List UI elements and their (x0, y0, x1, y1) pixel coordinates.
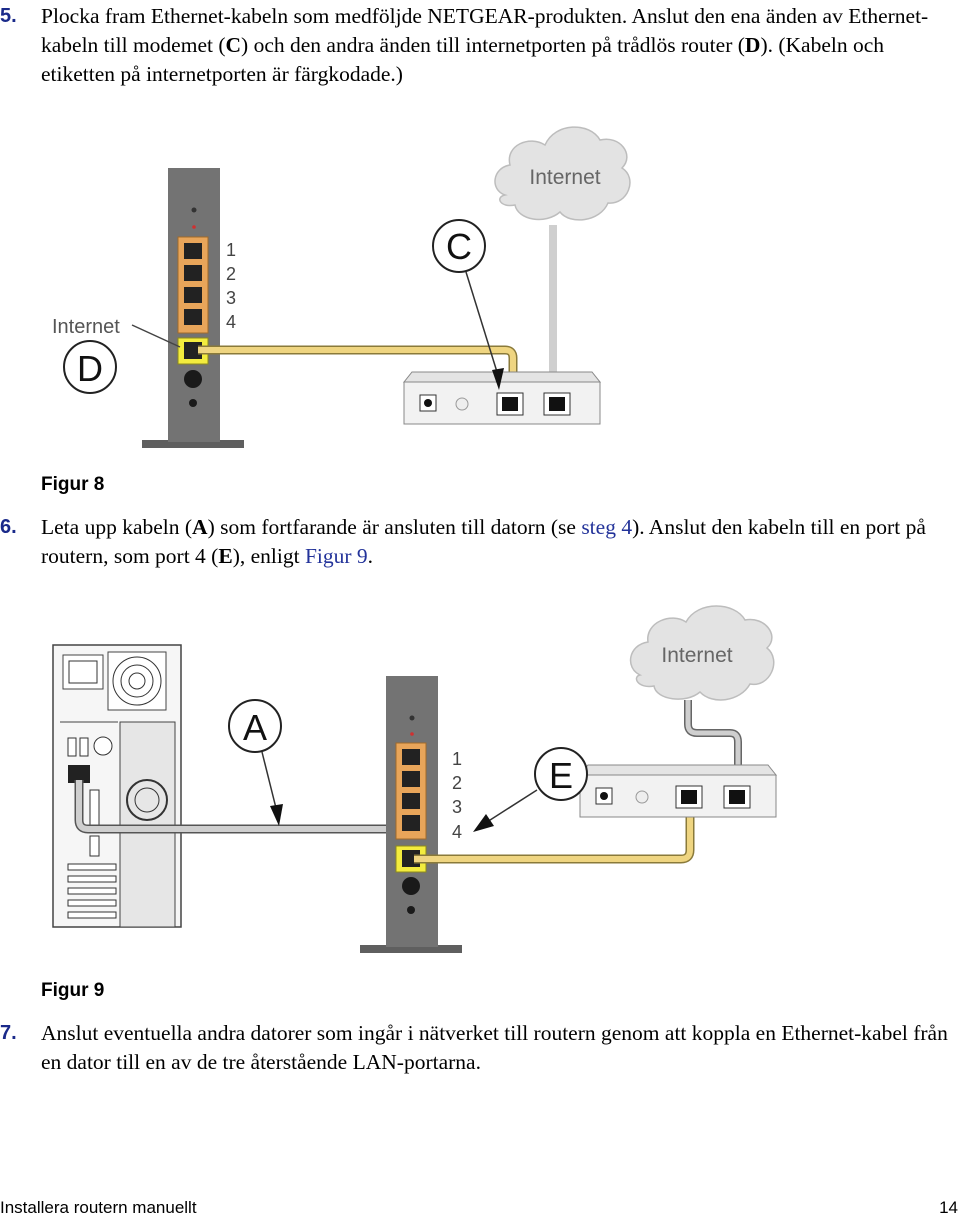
internet-port-label: Internet (52, 316, 120, 338)
step-5-text: Plocka fram Ethernet-kabeln som medföljd… (41, 4, 929, 86)
modem (578, 764, 778, 818)
cloud-label: Internet (529, 166, 600, 189)
svg-text:2: 2 (226, 264, 236, 284)
label-d: D (77, 348, 103, 389)
modem (402, 371, 602, 425)
step-5: 5. Plocka fram Ethernet-kabeln som medfö… (0, 2, 955, 89)
computer-tower (52, 644, 182, 928)
footer-title: Installera routern manuellt (0, 1198, 197, 1217)
page-footer: Installera routern manuellt 14 (0, 1198, 960, 1218)
router (142, 168, 244, 448)
internet-cloud-icon (629, 605, 775, 701)
status-led-icon (410, 732, 414, 736)
figure-8-caption: Figur 8 (41, 474, 105, 495)
page-number: 14 (939, 1198, 958, 1217)
reset-button-icon (407, 906, 415, 914)
power-jack-icon (184, 370, 202, 388)
step-number: 5. (0, 5, 17, 27)
status-led-icon (192, 225, 196, 229)
label-c: C (446, 226, 472, 267)
figure-8-diagram: Internet 1 2 3 4 (52, 126, 631, 448)
step-number: 6. (0, 516, 17, 538)
gray-cable (549, 225, 557, 385)
step-7-text: Anslut eventuella andra datorer som ingå… (41, 1021, 948, 1074)
power-led-icon (409, 715, 415, 721)
power-jack-icon (402, 877, 420, 895)
step-6-text: Leta upp kabeln (A) som fortfarande är a… (41, 515, 926, 568)
step-number: 7. (0, 1022, 17, 1044)
cloud-label: Internet (661, 644, 732, 667)
svg-text:1: 1 (226, 240, 236, 260)
step-6: 6. Leta upp kabeln (A) som fortfarande ä… (0, 513, 955, 571)
figure-9-diagram: 1 2 3 4 Internet A E (52, 605, 778, 953)
reset-button-icon (189, 399, 197, 407)
gray-cable (685, 700, 741, 790)
label-a: A (243, 707, 267, 748)
router-stand (360, 945, 462, 953)
step-7: 7. Anslut eventuella andra datorer som i… (0, 1019, 955, 1077)
yellow-cable (198, 347, 516, 400)
yellow-cable-e (414, 800, 693, 862)
gray-cable-a (76, 780, 400, 832)
svg-text:2: 2 (452, 773, 462, 793)
svg-text:1: 1 (452, 749, 462, 769)
svg-text:4: 4 (452, 822, 462, 842)
router-stand (142, 440, 244, 448)
label-e: E (549, 755, 573, 796)
svg-text:4: 4 (226, 312, 236, 332)
svg-text:3: 3 (452, 797, 462, 817)
router (360, 676, 462, 953)
figure-9-caption: Figur 9 (41, 980, 105, 1001)
link-steg-4[interactable]: steg 4 (581, 515, 633, 539)
svg-text:3: 3 (226, 288, 236, 308)
link-figur-9[interactable]: Figur 9 (304, 544, 368, 568)
internet-cloud-icon (494, 126, 631, 221)
power-led-icon (191, 207, 197, 213)
